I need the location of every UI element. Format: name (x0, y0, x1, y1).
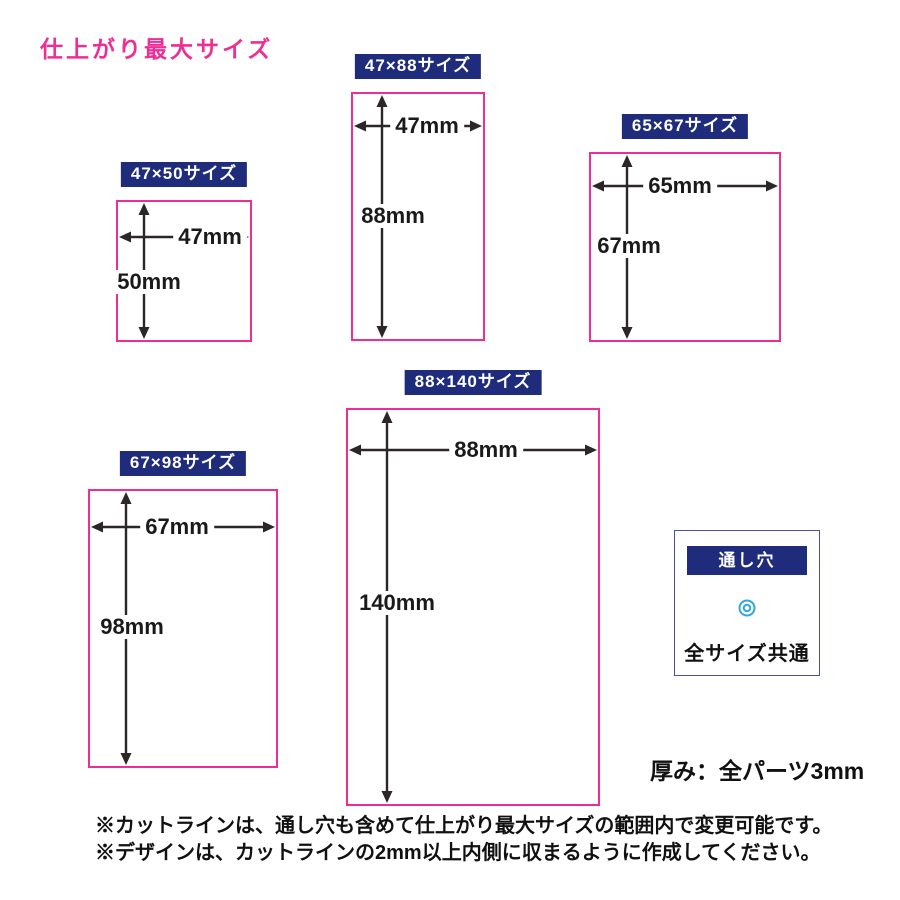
size-figure-65x67: 65×67サイズ 65mm 67mm (589, 114, 781, 342)
height-dimension-label: 98mm (95, 615, 169, 639)
width-dimension-label: 47mm (390, 114, 464, 138)
height-dimension-label: 88mm (356, 204, 430, 228)
through-hole-panel: 通し穴 全サイズ共通 (674, 530, 820, 676)
thickness-note: 厚み：全パーツ3mm (650, 758, 865, 784)
width-dimension-label: 65mm (643, 174, 717, 198)
height-dimension-label: 50mm (112, 270, 186, 294)
width-dimension-label: 88mm (449, 438, 523, 462)
size-tag-47x88: 47×88サイズ (354, 54, 482, 79)
width-dimension-label: 67mm (140, 515, 214, 539)
size-tag-67x98: 67×98サイズ (119, 451, 247, 476)
size-figure-88x140: 88×140サイズ 88mm 140mm (346, 370, 600, 806)
width-dimension-label: 47mm (173, 225, 247, 249)
size-tag-65x67: 65×67サイズ (621, 114, 749, 139)
through-hole-icon (738, 599, 756, 617)
height-dimension-label: 140mm (354, 591, 440, 615)
height-dimension-label: 67mm (592, 234, 666, 258)
footnote-design: ※デザインは、カットラインの2mm以上内側に収まるように作成してください。 (95, 842, 821, 864)
size-figure-67x98: 67×98サイズ 67mm 98mm (88, 451, 278, 768)
size-figure-47x88: 47×88サイズ 47mm 88mm (351, 54, 485, 341)
size-figure-47x50: 47×50サイズ 47mm 50mm (112, 162, 252, 342)
footnote-cutline: ※カットラインは、通し穴も含めて仕上がり最大サイズの範囲内で変更可能です。 (95, 815, 833, 837)
size-tag-47x50: 47×50サイズ (120, 162, 248, 187)
size-tag-88x140: 88×140サイズ (404, 370, 542, 395)
through-hole-tag: 通し穴 (687, 546, 807, 575)
page-title: 仕上がり最大サイズ (40, 36, 274, 62)
footnotes: ※カットラインは、通し穴も含めて仕上がり最大サイズの範囲内で変更可能です。 ※デ… (95, 813, 832, 867)
through-hole-caption: 全サイズ共通 (684, 643, 810, 665)
